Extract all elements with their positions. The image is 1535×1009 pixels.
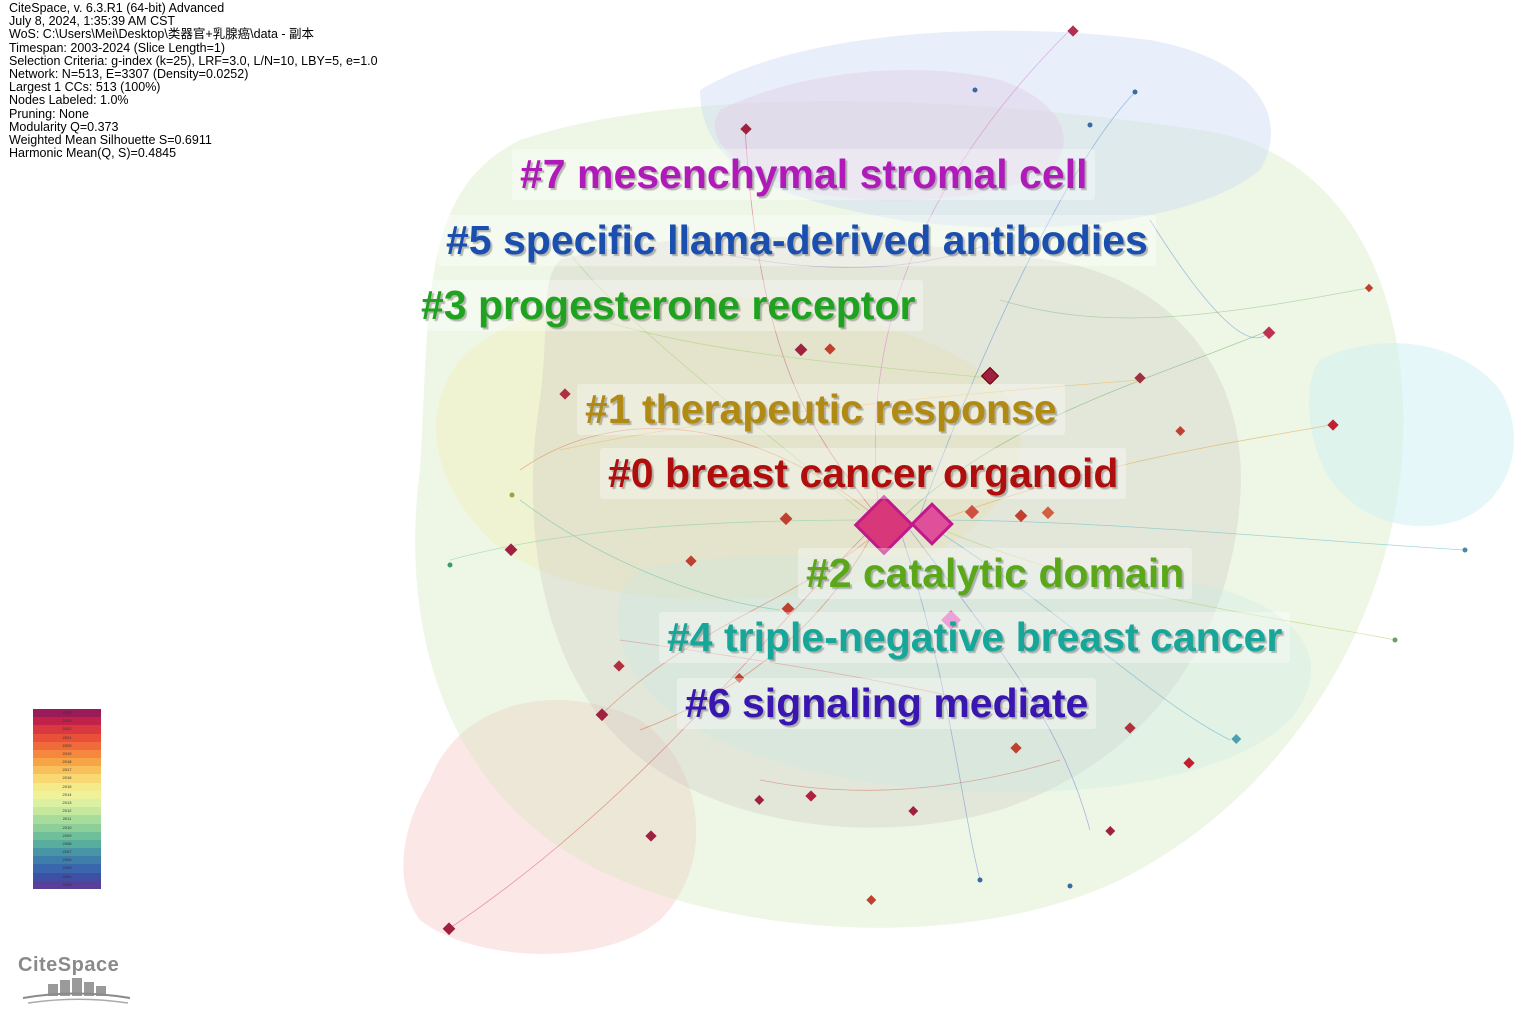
node	[824, 343, 836, 355]
legend-year-band: 2015	[33, 782, 101, 791]
node	[734, 673, 745, 683]
cluster-label-2[interactable]: #2 catalytic domain	[798, 548, 1193, 599]
node	[504, 543, 518, 557]
node	[1010, 742, 1022, 754]
cluster-label-3[interactable]: #3 progesterone receptor	[413, 280, 924, 331]
cluster-label-7[interactable]: #7 mesenchymal stromal cell	[512, 149, 1096, 200]
info-line: Weighted Mean Silhouette S=0.6911	[9, 133, 212, 148]
node	[1105, 826, 1116, 836]
cluster-label-6[interactable]: #6 signaling mediate	[677, 678, 1097, 729]
node-major	[910, 502, 954, 546]
cluster-hull-cyan	[1308, 343, 1515, 527]
logo-graphic	[22, 978, 131, 1004]
cluster-label-4[interactable]: #4 triple-negative breast cancer	[659, 612, 1291, 663]
info-line: Selection Criteria: g-index (k=25), LRF=…	[9, 53, 378, 68]
info-line: July 8, 2024, 1:35:39 AM CST	[9, 14, 176, 29]
legend-year-band: 2008	[33, 839, 101, 849]
node	[1231, 734, 1242, 744]
legend-year-band: 2016	[33, 774, 101, 783]
info-line: CiteSpace, v. 6.3.R1 (64-bit) Advanced	[9, 1, 225, 15]
node	[964, 504, 980, 520]
legend-year-band: 2019	[33, 749, 101, 759]
cluster-hull-purple	[714, 70, 1064, 201]
cluster-hull-blue	[700, 30, 1271, 228]
node	[613, 660, 625, 672]
legend-year-band: 2010	[33, 823, 101, 832]
node	[685, 555, 697, 567]
info-line: WoS: C:\Users\Mei\Desktop\类器官+乳腺癌\data -…	[9, 27, 315, 42]
legend-year-band: 2006	[33, 856, 101, 865]
node	[645, 830, 657, 842]
info-line: Nodes Labeled: 1.0%	[9, 93, 129, 108]
legend-year-band: 2023	[33, 717, 101, 726]
node-major	[853, 494, 915, 556]
node	[805, 790, 817, 802]
node	[754, 795, 765, 805]
legend-year-band: 2007	[33, 848, 101, 857]
cluster-label-0[interactable]: #0 breast cancer organoid	[600, 448, 1127, 499]
node	[941, 610, 961, 630]
node	[559, 388, 571, 400]
node	[781, 602, 795, 616]
node	[980, 366, 1000, 386]
legend-year-band: 2017	[33, 766, 101, 775]
cluster-label-5[interactable]: #5 specific llama-derived antibodies	[438, 215, 1156, 266]
legend-year-band: 2024	[33, 709, 101, 718]
node	[1327, 419, 1339, 431]
node	[1067, 25, 1079, 37]
node	[442, 922, 456, 936]
legend-year-band: 2003	[33, 880, 101, 889]
citation-links	[449, 29, 1466, 929]
node	[595, 708, 609, 722]
legend-year-band: 2005	[33, 864, 101, 873]
legend-year-band: 2012	[33, 807, 101, 816]
legend-year-band: 2014	[33, 790, 101, 799]
legend-year-band: 2013	[33, 799, 101, 808]
cluster-hull-red	[403, 700, 697, 954]
info-line: Largest 1 CCs: 513 (100%)	[9, 80, 161, 95]
node	[1183, 757, 1195, 769]
info-line: Pruning: None	[9, 106, 89, 121]
legend-year-band: 2018	[33, 758, 101, 767]
node	[1134, 372, 1146, 384]
node	[1014, 509, 1028, 523]
legend-year-band: 2009	[33, 831, 101, 840]
node	[1124, 722, 1136, 734]
info-line: Harmonic Mean(Q, S)=0.4845	[9, 146, 177, 161]
cluster-label-1[interactable]: #1 therapeutic response	[577, 384, 1065, 435]
node	[866, 895, 877, 905]
node	[779, 512, 793, 526]
run-info-panel: CiteSpace, v. 6.3.R1 (64-bit) Advanced J…	[9, 1, 378, 161]
info-line: Timespan: 2003-2024 (Slice Length=1)	[9, 40, 225, 55]
citespace-logo: CiteSpace	[18, 954, 133, 1009]
legend-year-band: 2011	[33, 815, 101, 824]
legend-year-band: 2004	[33, 872, 101, 881]
node	[1364, 283, 1374, 293]
legend-year-band: 2022	[33, 725, 101, 734]
info-line: Modularity Q=0.373	[9, 119, 119, 134]
logo-text: CiteSpace	[18, 954, 120, 976]
legend-year-band: 2020	[33, 741, 101, 750]
cited-reference-nodes	[442, 25, 1468, 936]
node	[908, 806, 919, 816]
legend-year-band: 2021	[33, 733, 101, 742]
info-line: Network: N=513, E=3307 (Density=0.0252)	[9, 67, 249, 82]
